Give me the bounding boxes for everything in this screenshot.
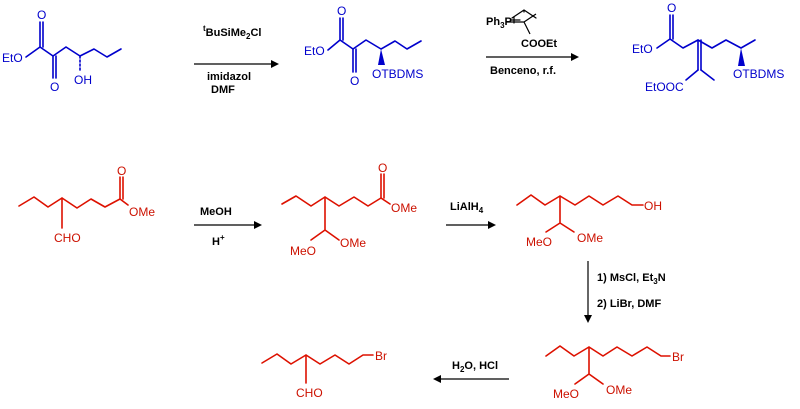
step-line1-subscript: 3 bbox=[653, 277, 658, 286]
acetal-ome-label: OMe bbox=[340, 236, 366, 250]
hydroxyl-label: OH bbox=[74, 73, 92, 87]
svg-text:H+: H+ bbox=[212, 233, 225, 248]
ester-label: EtO bbox=[632, 42, 653, 56]
acetal-ome-label: OMe bbox=[577, 231, 603, 245]
step-hydrolysis: H2O, HCl bbox=[433, 360, 509, 383]
reagent-subscript: 4 bbox=[479, 206, 484, 215]
reagent-superscript: t bbox=[203, 24, 206, 33]
molecule-unsaturated-diester: EtO O EtOOC OTBDMS bbox=[632, 1, 784, 94]
keto-oxygen: O bbox=[350, 74, 359, 88]
step-line2: 2) LiBr, DMF bbox=[597, 298, 661, 310]
acetal-meo-label: MeO bbox=[553, 387, 579, 401]
acetal-ome-label: OMe bbox=[606, 383, 632, 397]
conditions-label: Benceno, r.f. bbox=[490, 65, 556, 77]
carbonyl-oxygen: O bbox=[378, 161, 387, 175]
svg-text:1) MsCl, Et3N: 1) MsCl, Et3N bbox=[597, 272, 666, 286]
ester2-label: EtOOC bbox=[645, 80, 684, 94]
acid-superscript: + bbox=[220, 233, 225, 242]
bromine-label: Br bbox=[375, 349, 387, 363]
ester-label: EtO bbox=[2, 51, 23, 65]
methoxy-label: OMe bbox=[391, 201, 417, 215]
reagent-subscript: 2 bbox=[460, 365, 465, 374]
reagent-end: Cl bbox=[250, 27, 261, 39]
bromine-label: Br bbox=[672, 350, 684, 364]
aldehyde-label: CHO bbox=[296, 386, 323, 400]
carbonyl-oxygen: O bbox=[337, 4, 346, 18]
hydroxyl-label: OH bbox=[644, 199, 662, 213]
molecule-bromo-aldehyde: Br CHO bbox=[261, 349, 387, 400]
otbdms-label: OTBDMS bbox=[733, 67, 784, 81]
aldehyde-label: CHO bbox=[54, 231, 81, 245]
reagent-main: BuSiMe bbox=[206, 27, 246, 39]
molecule-ethyl-hydroxy-ketoester: EtO O O OH bbox=[2, 8, 122, 94]
molecule-formyl-ester: OMe O CHO bbox=[18, 164, 155, 245]
step-line1: 1) MsCl, Et bbox=[597, 272, 654, 284]
carbonyl-oxygen: O bbox=[117, 164, 126, 178]
ylide-p: P bbox=[505, 16, 512, 28]
reagent-end: O, HCl bbox=[464, 360, 498, 372]
acid-label: H bbox=[212, 236, 220, 248]
step-reduction: LiAlH4 bbox=[446, 201, 496, 229]
step-wittig: Ph3P COOEt Benceno, r.f. bbox=[486, 9, 579, 77]
step-bromination: 1) MsCl, Et3N 2) LiBr, DMF bbox=[584, 261, 666, 323]
carbonyl-oxygen: O bbox=[37, 8, 46, 22]
carbonyl-oxygen: O bbox=[667, 1, 676, 15]
reagent-label: LiAlH bbox=[450, 201, 479, 213]
step-acetalization: MeOH H+ bbox=[194, 206, 262, 248]
svg-text:LiAlH4: LiAlH4 bbox=[450, 201, 484, 215]
molecule-acetal-alcohol: OH MeO OMe bbox=[516, 194, 662, 249]
ylide-ph: Ph bbox=[486, 16, 500, 28]
svg-text:tBuSiMe2Cl: tBuSiMe2Cl bbox=[203, 24, 261, 41]
base-label: imidazol bbox=[207, 71, 251, 83]
ylide-ester-label: COOEt bbox=[521, 38, 557, 50]
reagent-h: H bbox=[452, 360, 460, 372]
svg-text:H2O, HCl: H2O, HCl bbox=[452, 360, 498, 374]
otbdms-label: OTBDMS bbox=[372, 67, 423, 81]
molecule-tbdms-ketoester: EtO O O OTBDMS bbox=[304, 4, 423, 88]
molecule-acetal-ester: OMe O MeO OMe bbox=[281, 161, 417, 258]
molecule-acetal-bromide: Br MeO OMe bbox=[545, 345, 684, 401]
ylide-sub: 3 bbox=[500, 21, 505, 30]
methoxy-label: OMe bbox=[129, 205, 155, 219]
solvent-label: DMF bbox=[211, 84, 235, 96]
acetal-meo-label: MeO bbox=[290, 244, 316, 258]
step-silylation: tBuSiMe2Cl imidazol DMF bbox=[194, 24, 279, 96]
step-line1-end: N bbox=[658, 272, 666, 284]
ester-label: EtO bbox=[304, 44, 325, 58]
reagent-label: MeOH bbox=[200, 206, 232, 218]
reagent-subscript: 2 bbox=[246, 32, 251, 41]
keto-oxygen: O bbox=[50, 80, 59, 94]
acetal-meo-label: MeO bbox=[526, 235, 552, 249]
svg-text:Ph3P: Ph3P bbox=[486, 16, 512, 30]
